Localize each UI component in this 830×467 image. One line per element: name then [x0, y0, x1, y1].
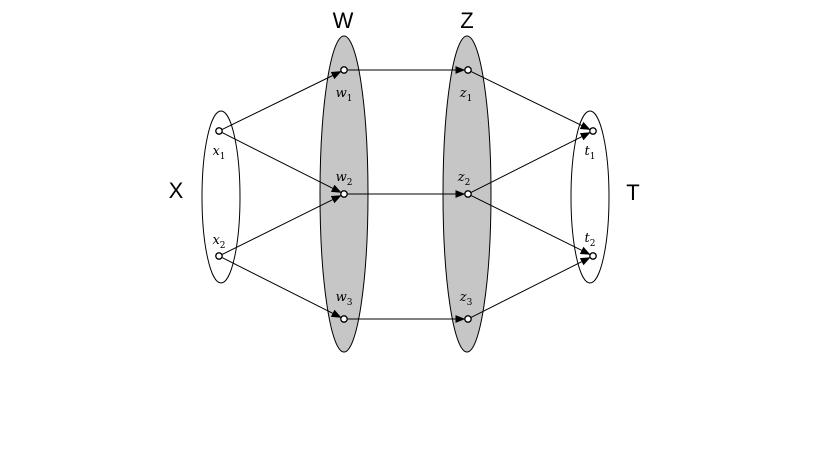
node-label-subscript: 2 [590, 239, 596, 249]
edge-z2-t1 [470, 132, 591, 194]
node-label-x1: x1 [212, 144, 225, 162]
node-label-base: w [336, 170, 347, 185]
node-label-subscript: 3 [347, 298, 353, 308]
node-label-base: w [336, 290, 347, 305]
node-label-w2: w2 [336, 170, 353, 188]
node-t1 [589, 127, 597, 135]
node-label-base: z [457, 170, 465, 185]
node-label-x2: x2 [212, 233, 225, 251]
edge-x1-w1 [221, 71, 342, 131]
node-label-base: w [336, 86, 347, 101]
node-label-subscript: 2 [220, 241, 226, 251]
edge-z3-t2 [470, 257, 591, 319]
node-label-z1: z1 [459, 86, 473, 104]
node-label-base: x [212, 233, 220, 248]
node-label-z3: z3 [459, 290, 473, 308]
node-label-w3: w3 [336, 290, 353, 308]
node-label-w1: w1 [336, 86, 353, 104]
node-label-subscript: 1 [220, 152, 226, 162]
nodes-layer [215, 66, 597, 323]
node-z2 [464, 190, 472, 198]
node-label-base: t [585, 231, 591, 246]
node-label-subscript: 2 [347, 178, 353, 188]
set-label-z: Z [460, 8, 473, 33]
node-label-t1: t1 [585, 144, 596, 162]
node-x2 [215, 252, 223, 260]
set-label-w: W [333, 8, 354, 33]
edge-x1-w2 [221, 131, 342, 193]
node-label-subscript: 1 [347, 94, 353, 104]
node-label-base: t [585, 144, 591, 159]
set-t-ellipse [570, 110, 610, 284]
set-label-t: T [626, 180, 639, 205]
node-label-subscript: 1 [467, 94, 473, 104]
node-w1 [340, 66, 348, 74]
node-label-base: z [459, 86, 467, 101]
node-z3 [464, 315, 472, 323]
edge-z2-t2 [470, 194, 591, 255]
node-label-base: x [212, 144, 220, 159]
node-w2 [340, 190, 348, 198]
node-label-base: z [459, 290, 467, 305]
node-label-subscript: 1 [590, 152, 596, 162]
edges-layer [221, 66, 591, 323]
edge-x2-w2 [221, 195, 342, 256]
node-x1 [215, 127, 223, 135]
edge-x2-w3 [221, 256, 342, 318]
node-label-subscript: 3 [467, 298, 473, 308]
node-w3 [340, 315, 348, 323]
node-label-z2: z2 [457, 170, 471, 188]
node-t2 [589, 252, 597, 260]
edge-z1-t1 [470, 70, 591, 130]
node-z1 [464, 66, 472, 74]
set-label-x: X [169, 178, 184, 203]
node-label-subscript: 2 [465, 178, 471, 188]
node-label-t2: t2 [585, 231, 596, 249]
set-x-ellipse [201, 110, 241, 284]
